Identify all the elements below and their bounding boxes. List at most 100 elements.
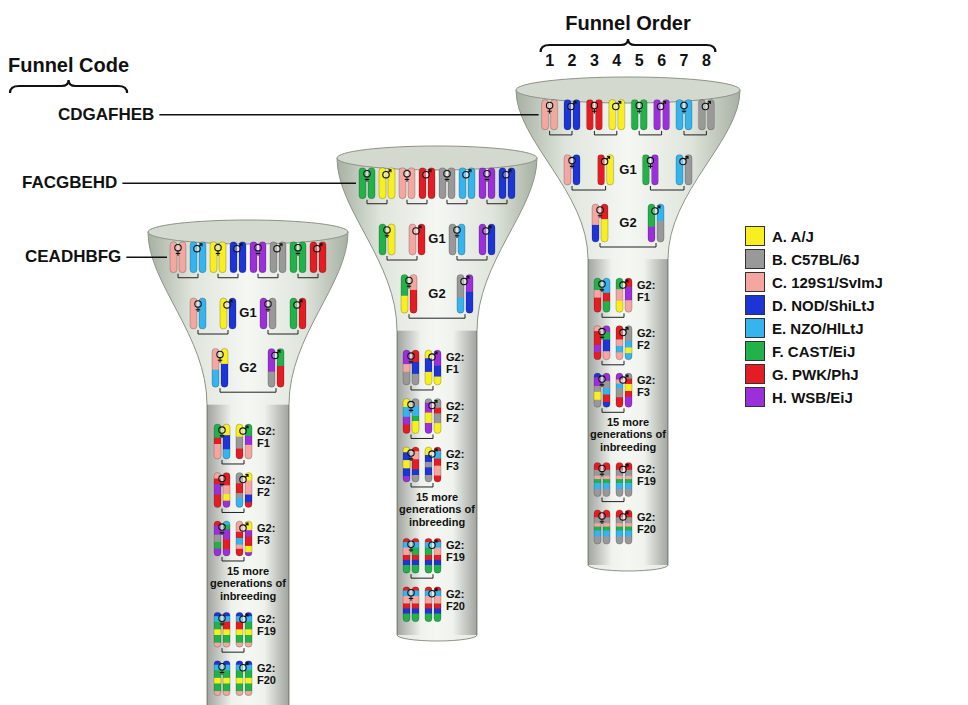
male-symbol (383, 170, 391, 178)
symbol-ring (408, 590, 414, 596)
chromosome-segment (625, 479, 632, 483)
chromosome-segment (625, 287, 632, 301)
chromosome-segment (223, 539, 230, 550)
symbol-cross (592, 109, 596, 114)
generation-label: G2: F2 (637, 327, 667, 351)
chromosome-segment (625, 341, 632, 348)
symbol-arrow (708, 102, 711, 105)
chromosome-segment (245, 670, 252, 678)
generation-label: G2: F3 (446, 448, 476, 472)
symbol-cross (600, 287, 604, 292)
mating-bracket (411, 434, 433, 438)
male-symbol (429, 401, 437, 409)
chromosome-segment (245, 495, 252, 503)
symbol-cross (648, 164, 652, 169)
symbol-cross (407, 284, 411, 289)
chromosome-segment (707, 100, 714, 130)
symbol-ring (503, 172, 509, 178)
male-symbol (483, 226, 491, 234)
chromosome-segment (685, 155, 692, 185)
chromosome (428, 168, 435, 200)
chromosome-segment (616, 483, 623, 490)
mating-bracket (298, 274, 318, 278)
chromosome-outline (618, 100, 625, 130)
chromosome-segment (625, 391, 632, 397)
chromosome-outline (279, 242, 286, 273)
chromosome-segment (594, 527, 601, 531)
chromosome-segment (403, 468, 410, 477)
chromosome-segment (412, 374, 419, 385)
chromosome (319, 242, 326, 274)
chromosome-segment (434, 565, 441, 573)
chromosome-segment (223, 449, 230, 459)
chromosome-segment (603, 351, 610, 360)
chromosome-segment (616, 388, 623, 398)
female-symbol (484, 171, 490, 182)
symbol-ring (599, 376, 605, 382)
symbol-ring (219, 524, 225, 530)
female-symbol (195, 301, 201, 312)
chromosome-outline (607, 155, 614, 185)
chromosome-segment (236, 437, 243, 449)
chromosome-segment (214, 438, 221, 445)
mating-bracket (684, 131, 706, 135)
chromosome (388, 168, 395, 200)
symbol-arrow (428, 170, 431, 173)
brace (10, 80, 127, 93)
chromosome-segment (425, 467, 432, 475)
symbol-ring (219, 664, 225, 670)
symbol-arrow (388, 170, 391, 173)
funnel: G1G2G2: F1G2: F2G2: F315 more generation… (146, 218, 350, 705)
chromosome-segment (401, 296, 408, 313)
mating-bracket (550, 131, 572, 135)
symbol-ring (295, 245, 301, 251)
symbol-ring (680, 158, 686, 164)
chromosome-segment (625, 527, 632, 531)
symbol-cross (445, 177, 449, 182)
chromosome-outline (239, 242, 246, 273)
chromosome-segment (625, 483, 632, 490)
symbol-arrow (319, 244, 322, 247)
female-symbol (597, 207, 603, 218)
funnel-rim (148, 220, 348, 244)
mating-bracket (600, 243, 656, 247)
symbol-ring (681, 102, 687, 108)
funnel-illustration (146, 218, 350, 705)
symbol-ring (219, 615, 225, 621)
symbol-ring (601, 158, 607, 164)
female-symbol (408, 450, 414, 461)
symbol-arrow (239, 244, 242, 247)
chromosome-segment (648, 227, 655, 242)
symbol-arrow (245, 475, 248, 478)
chromosome-segment (223, 670, 230, 678)
chromosome-segment (223, 494, 230, 501)
symbol-ring (240, 665, 246, 671)
chromosome-outline (488, 224, 495, 255)
chromosome-segment (403, 555, 410, 561)
male-symbol (620, 512, 628, 520)
symbol-ring (702, 103, 708, 109)
symbol-ring (240, 428, 246, 434)
funnel-code: CDGAFHEB (58, 105, 154, 125)
chromosome-segment (214, 670, 221, 678)
chromosome-segment (601, 219, 608, 242)
symbol-arrow (625, 280, 628, 283)
symbol-arrow (657, 206, 660, 209)
chromosome-segment (236, 629, 243, 635)
chromosome-segment (236, 683, 243, 691)
chromosome-segment (434, 614, 441, 622)
male-symbol (240, 614, 248, 622)
symbol-ring (408, 353, 414, 359)
symbol-cross (220, 482, 224, 487)
symbol-cross (365, 177, 369, 182)
mating-bracket (222, 648, 244, 652)
chromosome (488, 224, 495, 256)
mating-bracket (407, 200, 427, 204)
funnel-body (148, 232, 348, 705)
chromosome-segment (412, 614, 419, 622)
chromosome (573, 100, 580, 131)
mating-bracket (602, 408, 624, 412)
chromosome-segment (594, 298, 601, 313)
chromosome-segment (425, 603, 432, 609)
symbol-ring (652, 208, 658, 214)
